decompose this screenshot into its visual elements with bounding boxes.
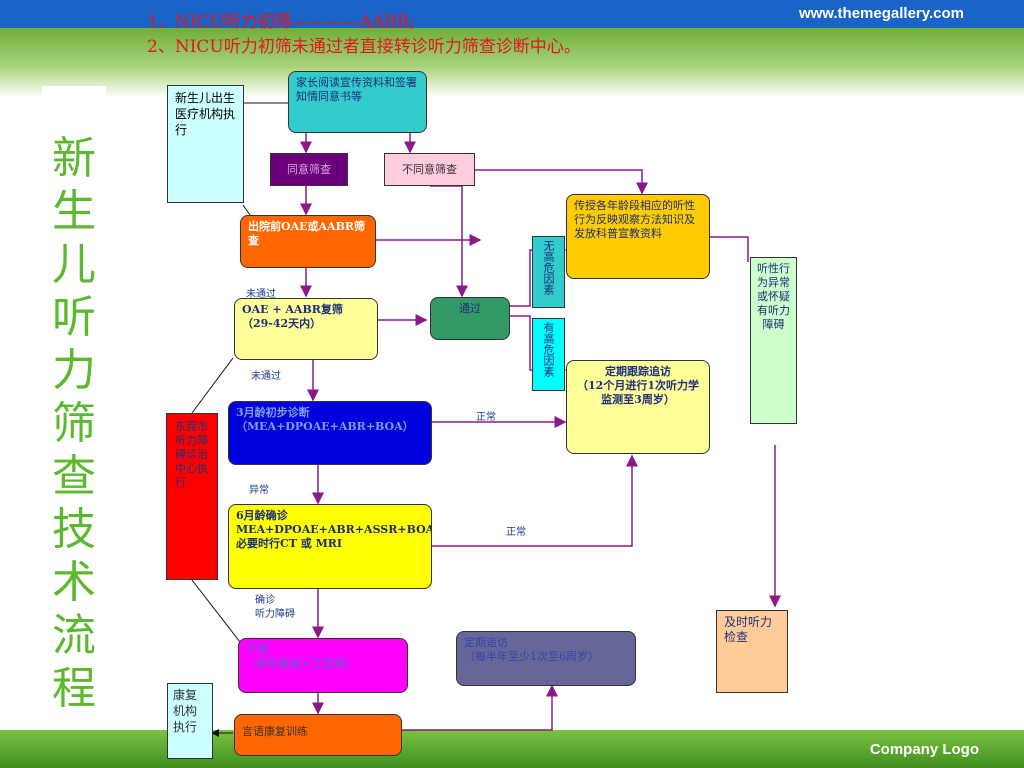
followup-title: 定期跟踪追访 [605,365,671,378]
label-normal-2: 正常 [506,527,526,538]
top-bar [0,0,1024,28]
label-confirmed-line2: 听力障碍 [255,609,295,620]
pass-box: 通过 [430,297,510,340]
diag3-title: 3月龄初步诊断 [236,406,310,419]
company-logo[interactable]: Company Logo [869,741,979,758]
arrow-disagree-to-teach [475,169,648,195]
confirm6-title: 6月龄确诊 [236,509,288,522]
periodic-box: 定期追访 （每半年至少1次至6周岁） [456,631,636,686]
timely-label: 及时听力检查 [724,615,773,644]
behavior-label: 听性行为异常或怀疑有听力障碍 [757,262,790,331]
followup-box: 定期跟踪追访 （12个月进行1次听力学监测至3周岁） [566,360,710,454]
vertical-title: 新生儿听力筛查技术流程 [52,133,96,714]
speech-label: 言语康复训练 [242,725,308,738]
recheck-box: OAE + AABR复筛 （29-42天内） [234,298,378,360]
teach-label: 传授各年龄段相应的听性行为反映观察方法知识及发放科普宣教资料 [574,199,695,240]
periodic-title: 定期追访 [464,636,508,649]
dongguan-box: 东莞市听力障碍诊治中心执行 [166,413,218,580]
confirm6-sub: MEA+DPOAE+ABR+ASSR+BOA必要时行CT 或 MRI [236,523,432,550]
connector-dongguan-to-intervene [191,579,241,643]
pass-label: 通过 [459,302,481,315]
speech-box: 言语康复训练 [234,714,402,756]
arrow-disagree-to-pass [430,185,468,298]
intervene-title: 干预 [246,643,268,656]
before-discharge-label: 出院前OAE或AABR筛查 [248,220,366,247]
before-discharge-box: 出院前OAE或AABR筛查 [240,215,376,268]
disagree-label: 不同意筛查 [402,163,457,176]
intervene-box: 干预 （助听器或人工耳蜗） [238,638,408,693]
diag3-box: 3月龄初步诊断 （MEA+DPOAE+ABR+BOA） [228,401,432,465]
confirm6-box: 6月龄确诊 MEA+DPOAE+ABR+ASSR+BOA必要时行CT 或 MRI [228,504,432,589]
arrow-speech-to-periodic [402,684,558,731]
rehab-org-label: 康复机构执行 [173,688,198,734]
followup-sub: （12个月进行1次听力学监测至3周岁） [577,379,699,406]
notes: 1、NICU听力初筛————AABR; 2、NICU听力初筛未通过者直接转诊听力… [147,10,581,60]
note-line-1: 1、NICU听力初筛————AABR; [147,12,416,32]
label-not-pass-1: 未通过 [246,289,276,300]
teach-box: 传授各年龄段相应的听性行为反映观察方法知识及发放科普宣教资料 [566,194,710,279]
label-confirmed-line1: 确诊 [255,595,275,606]
parent-read-box: 家长阅读宣传资料和签署知情同意书等 [288,71,427,133]
newborn-org-box: 新生儿出生医疗机构执行 [167,85,244,203]
periodic-sub: （每半年至少1次至6周岁） [464,650,599,663]
recheck-sub: （29-42天内） [242,317,322,330]
parent-read-label: 家长阅读宣传资料和签署知情同意书等 [296,76,417,103]
intervene-sub: （助听器或人工耳蜗） [246,657,356,670]
recheck-title: OAE + AABR复筛 [242,303,343,316]
dongguan-label: 东莞市听力障碍诊治中心执行 [175,420,208,489]
no-risk-box: 无高危因素 [532,236,565,308]
timely-box: 及时听力检查 [716,610,788,693]
connector-dongguan-to-recheck [191,357,234,414]
label-not-pass-2: 未通过 [251,371,281,382]
connector-org-to-discharge [242,204,251,216]
arrow-confirm6-to-followup [432,454,638,547]
no-risk-label: 无高危因素 [542,240,555,295]
agree-label: 同意筛查 [287,163,331,176]
has-risk-box: 有高危因素 [532,318,565,391]
has-risk-label: 有高危因素 [542,322,555,377]
label-normal-1: 正常 [476,412,496,423]
agree-box: 同意筛查 [270,153,348,186]
note-line-2: 2、NICU听力初筛未通过者直接转诊听力筛查诊断中心。 [147,37,581,57]
diag3-sub: （MEA+DPOAE+ABR+BOA） [236,420,414,433]
arrow-teach-to-behavior [710,236,749,262]
title-panel [42,86,106,732]
label-confirmed: 确诊 听力障碍 [255,594,295,622]
site-url[interactable]: www.themegallery.com [798,5,964,22]
disagree-box: 不同意筛查 [384,153,475,186]
behavior-box: 听性行为异常或怀疑有听力障碍 [750,257,797,424]
newborn-org-label: 新生儿出生医疗机构执行 [175,91,236,137]
rehab-org-box: 康复机构执行 [167,683,213,759]
label-abnormal: 异常 [249,485,269,496]
